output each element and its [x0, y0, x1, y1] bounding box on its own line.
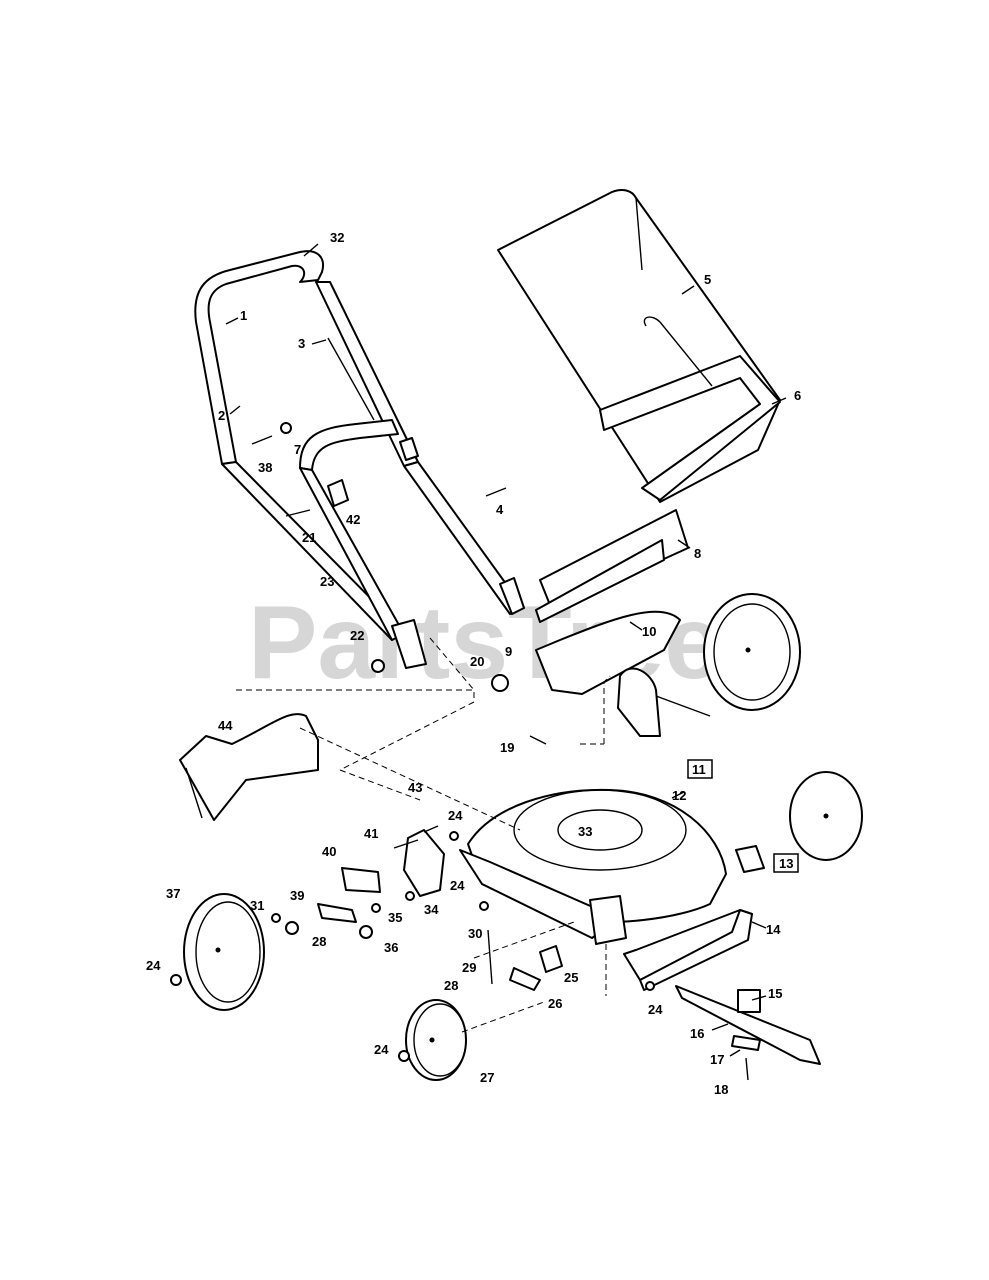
callout-24e: 24: [648, 1002, 663, 1017]
callout-11: 11: [692, 762, 706, 777]
callout-26: 26: [548, 996, 562, 1011]
alignment-lines: [236, 637, 611, 1033]
callout-19: 19: [500, 740, 514, 755]
callout-32: 32: [330, 230, 344, 245]
callout-7: 7: [294, 442, 301, 457]
callout-24c: 24: [146, 958, 161, 973]
callout-12: 12: [672, 788, 686, 803]
callout-14: 14: [766, 922, 781, 937]
callout-15: 15: [768, 986, 782, 1001]
callout-38: 38: [258, 460, 272, 475]
wheel-front-right: [789, 771, 863, 861]
rear-door-assembly: [535, 509, 689, 695]
callout-29: 29: [462, 960, 476, 975]
callout-44: 44: [218, 718, 233, 733]
callout-33: 33: [578, 824, 592, 839]
callout-28b: 28: [444, 978, 458, 993]
callout-30: 30: [468, 926, 482, 941]
wheels: [183, 593, 863, 1081]
callout-36: 36: [384, 940, 398, 955]
callout-37: 37: [166, 886, 180, 901]
callout-23: 23: [320, 574, 334, 589]
callout-labels: 1 2 3 4 5 6 7 8 9 10 11 12 13 14 15 16 1…: [146, 230, 801, 1097]
wheel-rear-right: [703, 593, 801, 711]
callout-4: 4: [496, 502, 504, 517]
rear-height-adjuster: [487, 667, 765, 991]
callout-10: 10: [642, 624, 656, 639]
discharge-deflector: [179, 713, 319, 821]
callout-2: 2: [218, 408, 225, 423]
blade-assembly: [675, 985, 821, 1081]
callout-41: 41: [364, 826, 378, 841]
callout-box-13: 13: [773, 853, 799, 873]
wheel-front-left: [183, 893, 265, 1011]
callout-5: 5: [704, 272, 711, 287]
callout-27: 27: [480, 1070, 494, 1085]
callout-24d: 24: [374, 1042, 389, 1057]
callout-21: 21: [302, 530, 316, 545]
leader-lines: [225, 243, 787, 1057]
callout-25: 25: [564, 970, 578, 985]
callout-20: 20: [470, 654, 484, 669]
grass-catcher-bag: [497, 189, 781, 503]
callout-17: 17: [710, 1052, 724, 1067]
callout-box-11: 11: [687, 759, 713, 779]
callout-9: 9: [505, 644, 512, 659]
callout-34: 34: [424, 902, 439, 917]
callout-16: 16: [690, 1026, 704, 1041]
callout-39: 39: [290, 888, 304, 903]
callout-35: 35: [388, 910, 402, 925]
callout-22: 22: [350, 628, 364, 643]
callout-8: 8: [694, 546, 701, 561]
callout-40: 40: [322, 844, 336, 859]
callout-28a: 28: [312, 934, 326, 949]
handle-assembly: [194, 250, 525, 669]
callout-18: 18: [714, 1082, 728, 1097]
wheel-rear-left: [405, 999, 467, 1081]
callout-3: 3: [298, 336, 305, 351]
callout-31: 31: [250, 898, 264, 913]
hardware: [170, 422, 655, 1062]
front-height-bracket: [317, 829, 445, 923]
callout-24b: 24: [450, 878, 465, 893]
callout-43: 43: [408, 780, 422, 795]
callout-13: 13: [779, 856, 793, 871]
callout-1: 1: [240, 308, 247, 323]
callout-6: 6: [794, 388, 801, 403]
callout-24a: 24: [448, 808, 463, 823]
blade-baffle: [623, 909, 753, 991]
mower-deck: [459, 788, 727, 945]
callout-42: 42: [346, 512, 360, 527]
